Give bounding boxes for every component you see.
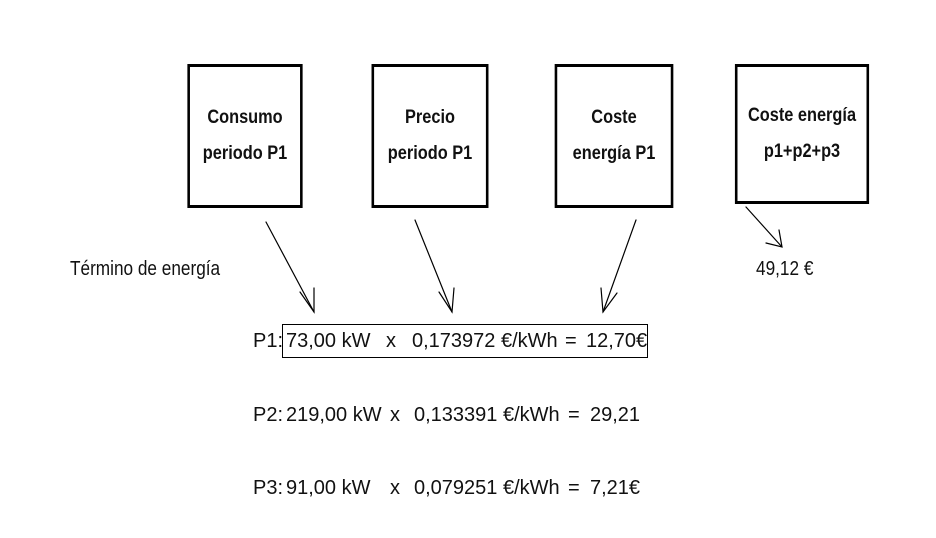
row-result: 12,70€ — [586, 330, 648, 352]
arrow-precio-to-p1 — [414, 219, 455, 314]
row-price: 0,173972 €/kWh — [412, 330, 558, 352]
row-period: P3: — [253, 477, 284, 499]
row-multiply-sign: x — [390, 404, 400, 426]
row-consumption: 91,00 kW — [286, 477, 371, 499]
row-period: P2: — [253, 404, 284, 426]
calc-row-p1: P1: 73,00 kW x 0,173972 €/kWh = 12,70€ — [0, 327, 936, 355]
row-equals-sign: = — [565, 330, 577, 352]
box-precio-line2: periodo P1 — [387, 143, 473, 164]
box-coste-line2: energía P1 — [572, 143, 656, 164]
row-price: 0,079251 €/kWh — [414, 477, 560, 499]
row-equals-sign: = — [568, 477, 580, 499]
box-consumo-line2: periodo P1 — [202, 143, 288, 164]
box-consumo-periodo-p1: Consumo periodo P1 — [187, 64, 303, 208]
box-precio-line1: Precio — [405, 107, 455, 128]
row-result: 7,21€ — [590, 477, 641, 499]
termino-energia-label: Término de energía — [70, 258, 221, 280]
row-multiply-sign: x — [386, 330, 396, 352]
box-coste-energia-total: Coste energía p1+p2+p3 — [734, 64, 870, 204]
p1-highlight-frame — [282, 324, 648, 358]
arrow-total-to-value — [745, 206, 783, 248]
box-consumo-line1: Consumo — [207, 107, 283, 128]
arrow-consumo-to-p1 — [265, 221, 315, 314]
box-precio-periodo-p1: Precio periodo P1 — [371, 64, 489, 208]
row-period: P1: — [253, 330, 284, 352]
total-cost-value: 49,12 € — [756, 258, 814, 280]
box-coste-energia-p1: Coste energía P1 — [554, 64, 674, 208]
row-multiply-sign: x — [390, 477, 400, 499]
calc-row-p2: P2: 219,00 kW x 0,133391 €/kWh = 29,21 — [0, 401, 936, 429]
row-result: 29,21 — [590, 404, 641, 426]
box-total-line1: Coste energía — [747, 105, 857, 126]
calc-row-p3: P3: 91,00 kW x 0,079251 €/kWh = 7,21€ — [0, 474, 936, 502]
row-equals-sign: = — [568, 404, 580, 426]
box-coste-line1: Coste — [591, 107, 637, 128]
arrow-coste-to-p1 — [600, 219, 637, 314]
box-total-line2: p1+p2+p3 — [763, 141, 841, 162]
row-consumption: 73,00 kW — [286, 330, 371, 352]
row-consumption: 219,00 kW — [286, 404, 382, 426]
row-price: 0,133391 €/kWh — [414, 404, 560, 426]
